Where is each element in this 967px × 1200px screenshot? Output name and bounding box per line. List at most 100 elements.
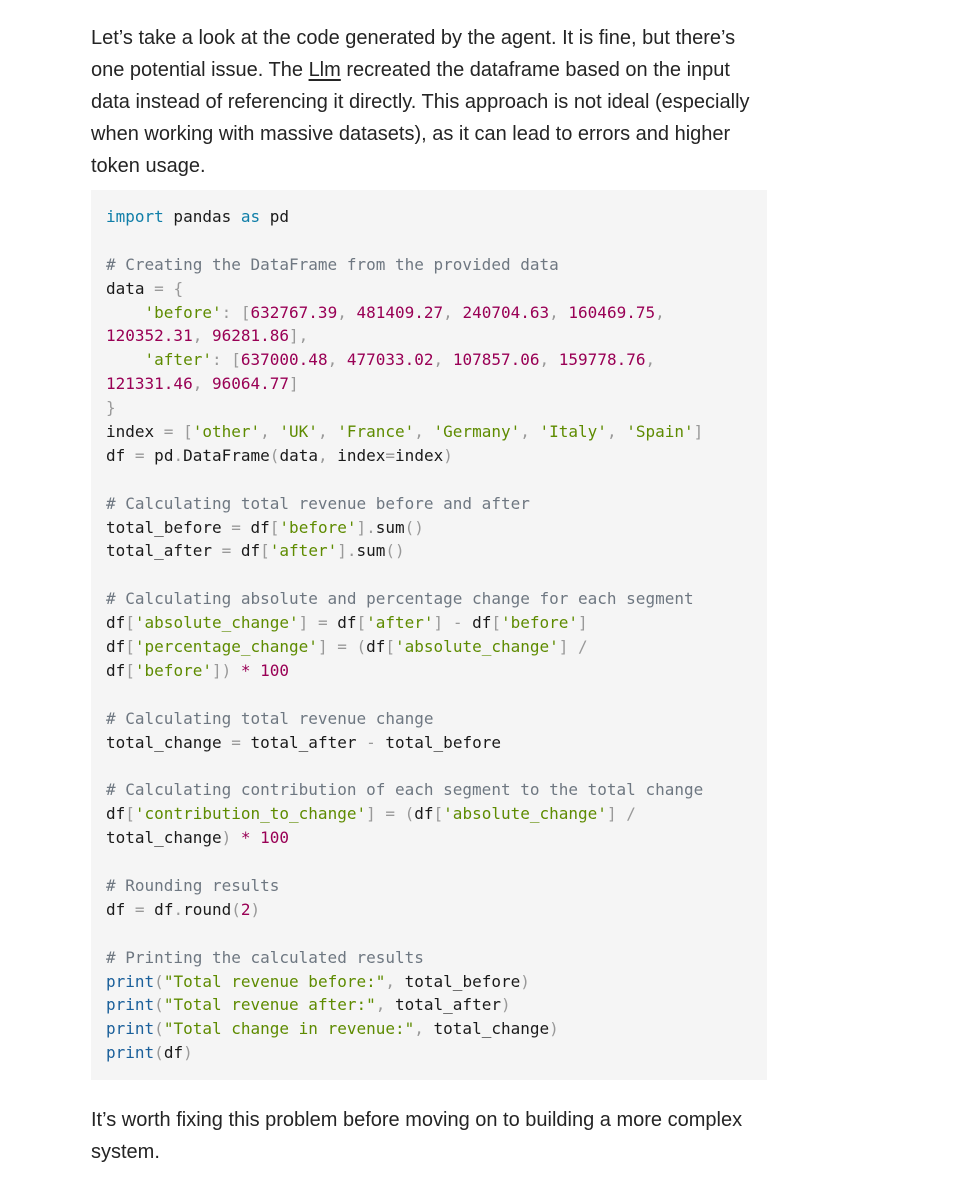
- code-token: (: [154, 971, 164, 991]
- llm-link[interactable]: Llm: [308, 59, 341, 81]
- code-token: ): [183, 1043, 193, 1063]
- code-token: df: [144, 899, 174, 919]
- code-token: 637000.48: [240, 350, 328, 370]
- code-token: 'before': [500, 613, 579, 633]
- code-token: (: [154, 995, 164, 1015]
- code-line: import pandas as pd: [106, 205, 752, 229]
- code-token: [: [433, 804, 444, 824]
- code-line: df['contribution_to_change'] = (df['abso…: [106, 802, 752, 826]
- code-token: 121331.46: [106, 374, 193, 394]
- code-token: 'contribution_to_change': [134, 804, 367, 824]
- code-line: 120352.31, 96281.86],: [106, 324, 752, 348]
- code-token: 'France': [337, 422, 415, 442]
- code-token: ): [443, 445, 453, 465]
- code-token: ,: [317, 445, 338, 465]
- code-token: [: [125, 637, 135, 657]
- code-token: [106, 350, 145, 369]
- code-token: 'after': [366, 613, 434, 633]
- code-line: print("Total change in revenue:", total_…: [106, 1017, 752, 1041]
- code-token: [: [269, 517, 280, 537]
- code-line: total_after = df['after'].sum(): [106, 539, 752, 563]
- code-token: : [: [221, 302, 251, 322]
- code-token: 477033.02: [346, 350, 434, 370]
- code-line: [106, 683, 752, 707]
- intro-paragraph: Let’s take a look at the code generated …: [91, 22, 767, 182]
- code-line: df['percentage_change'] = (df['absolute_…: [106, 635, 752, 659]
- code-token: ]): [211, 660, 241, 680]
- code-token: df: [366, 637, 386, 657]
- code-token: 'percentage_change': [134, 637, 318, 657]
- code-token: [: [491, 613, 501, 633]
- code-token: ,: [414, 1019, 434, 1039]
- code-token: pd: [144, 445, 174, 465]
- code-token: (: [154, 1043, 164, 1063]
- code-token: = [: [163, 422, 193, 442]
- code-token: ] = (: [366, 804, 415, 824]
- code-line: df['before']) * 100: [106, 659, 752, 683]
- code-token: 240704.63: [462, 302, 550, 322]
- code-token: data: [106, 278, 155, 298]
- code-token: df: [106, 660, 126, 680]
- code-token: df: [106, 637, 126, 657]
- code-token: [: [385, 637, 396, 657]
- code-token: ,: [260, 422, 280, 442]
- code-token: : [: [211, 350, 241, 370]
- code-token: total_change: [106, 828, 222, 848]
- code-token: 'before': [134, 660, 212, 680]
- code-token: 'Italy': [539, 422, 607, 442]
- code-token: ,: [375, 995, 395, 1015]
- code-token: .: [173, 445, 184, 465]
- code-token: print: [106, 1019, 155, 1039]
- code-token: 'after': [269, 541, 338, 561]
- code-token: index: [395, 445, 444, 465]
- code-token: [251, 828, 261, 847]
- code-token: 'Germany': [433, 422, 521, 442]
- code-token: -: [366, 732, 376, 752]
- code-token: DataFrame: [183, 445, 270, 465]
- code-token: ,: [520, 422, 540, 442]
- code-token: ] /: [558, 637, 588, 657]
- code-token: [: [356, 613, 367, 633]
- code-token: df: [106, 445, 135, 465]
- code-line: # Calculating absolute and percentage ch…: [106, 587, 752, 611]
- code-token: ,: [192, 374, 212, 394]
- code-line: 'before': [632767.39, 481409.27, 240704.…: [106, 301, 752, 325]
- code-token: index: [106, 422, 164, 442]
- code-token: ,: [606, 422, 627, 442]
- code-token: # Calculating absolute and percentage ch…: [106, 589, 694, 609]
- code-line: print("Total revenue after:", total_afte…: [106, 993, 752, 1017]
- outro-paragraph: It’s worth fixing this problem before mo…: [91, 1109, 743, 1163]
- code-token: 96281.86: [211, 326, 290, 346]
- code-token: 'after': [144, 350, 212, 370]
- code-line: [106, 922, 752, 946]
- code-token: (): [404, 517, 424, 537]
- code-token: 'absolute_change': [395, 637, 559, 657]
- code-line: # Creating the DataFrame from the provid…: [106, 253, 752, 277]
- code-token: # Calculating total revenue change: [106, 708, 434, 728]
- code-line: total_change) * 100: [106, 826, 752, 850]
- code-token: as: [240, 207, 261, 226]
- code-line: total_change = total_after - total_befor…: [106, 731, 752, 755]
- intro-text-start: Let’s take a look at the code generated …: [91, 27, 736, 81]
- code-line: # Calculating contribution of each segme…: [106, 778, 752, 802]
- code-token: [251, 661, 261, 680]
- code-token: ].: [356, 517, 376, 537]
- code-token: ,: [337, 302, 357, 322]
- code-token: ,: [549, 302, 569, 322]
- code-token: =: [231, 732, 241, 752]
- code-token: [106, 303, 145, 322]
- code-token: total_before: [106, 517, 232, 537]
- code-token: pd: [260, 207, 290, 226]
- code-token: sum: [375, 517, 405, 537]
- code-token: ],: [289, 326, 309, 346]
- code-token: ,: [655, 302, 665, 322]
- code-token: 107857.06: [452, 350, 540, 370]
- code-token: total_after: [395, 995, 501, 1015]
- code-token: [: [260, 541, 270, 561]
- code-token: # Creating the DataFrame from the provid…: [106, 254, 559, 274]
- code-line: # Rounding results: [106, 874, 752, 898]
- code-line: df = pd.DataFrame(data, index=index): [106, 444, 752, 468]
- code-token: (): [385, 541, 405, 561]
- code-token: sum: [356, 541, 386, 561]
- code-token: 'other': [192, 422, 261, 442]
